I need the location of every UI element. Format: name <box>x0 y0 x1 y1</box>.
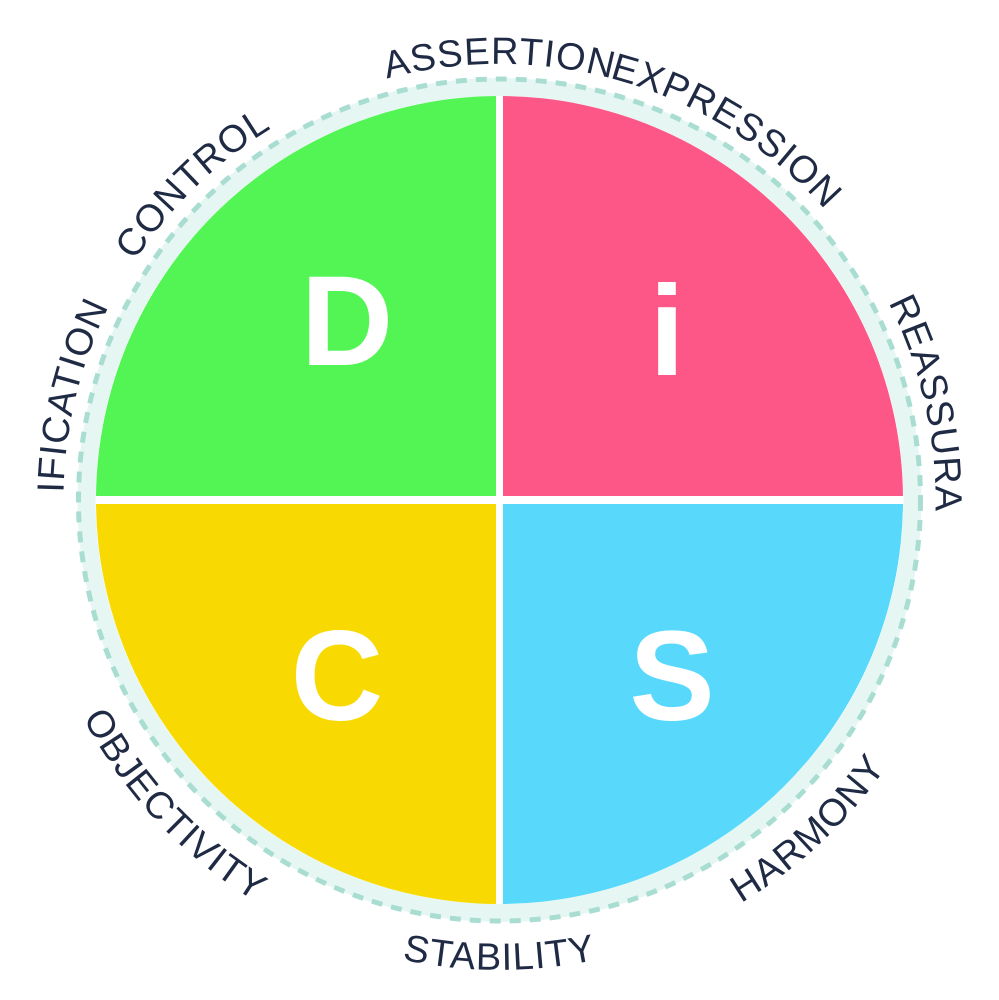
letter-i: i <box>649 260 685 403</box>
quadrant-i <box>503 96 903 496</box>
letter-d: D <box>301 250 393 393</box>
letter-c: C <box>291 605 383 748</box>
quadrant-d <box>96 96 496 496</box>
quadrant-c <box>96 504 496 904</box>
quadrant-s <box>503 504 903 904</box>
quadrants <box>96 96 903 904</box>
letter-s: S <box>629 605 714 748</box>
ring-dashes <box>76 76 923 924</box>
ring-track <box>77 78 922 922</box>
svg-text:STABILITY: STABILITY <box>400 927 598 979</box>
label-stability: STABILITY <box>400 927 597 979</box>
